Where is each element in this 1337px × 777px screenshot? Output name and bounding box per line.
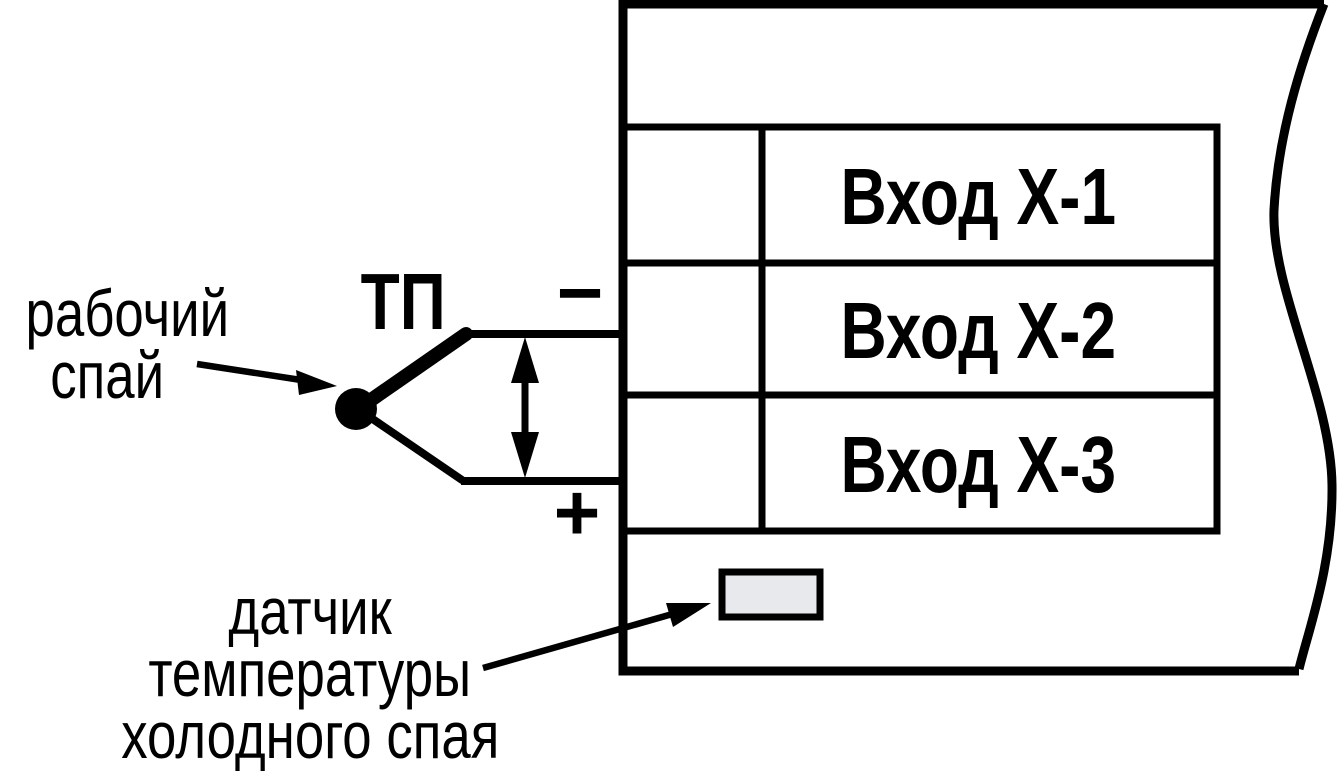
input-x3-cell: Вход Х-3 [766,399,1213,531]
double-arrow-head-up [511,337,539,383]
cold-junction-annotation-line3: холодного спая [60,698,560,772]
thermocouple-label: ТП [343,262,463,342]
working-junction-arrow-head [296,370,337,395]
cold-junction-text-2: температуры [148,636,472,710]
working-junction-text-1: рабочий [25,276,230,350]
thermocouple-label-text: ТП [360,257,446,346]
cold-junction-sensor-arrow-head [666,603,711,627]
thermoelectrode-lower [354,405,466,484]
input-x2-cell: Вход Х-2 [766,267,1213,395]
cold-junction-annotation-line1: датчик [60,574,560,648]
terminal-block [619,123,1221,535]
cold-junction-sensor [718,568,824,621]
cold-junction-sensor-arrow [482,603,711,672]
thermoelectrode-upper [351,327,473,416]
input-x3-label: Вход Х-3 [840,420,1117,509]
minus-sign: − [556,248,604,337]
cold-junction-sensor-annotation: датчик температуры холодного спая [60,574,560,772]
working-junction-arrow-shaft [196,360,302,384]
input-x2-label: Вход Х-2 [840,286,1117,375]
input-x1-cell: Вход Х-1 [766,131,1213,263]
cold-junction-text-3: холодного спая [120,698,500,772]
cold-junction-text-1: датчик [228,574,392,648]
working-junction-annotation-line1: рабочий [0,280,229,346]
working-junction-text-2: спай [50,338,165,412]
terminal-block-frame [619,123,1221,535]
working-junction-dot [335,388,377,430]
positive-polarity-mark: + [537,473,617,553]
negative-polarity-mark: − [540,253,620,333]
double-headed-arrow-icon [511,337,539,478]
cold-junction-sensor-arrow-shaft [482,609,677,672]
double-arrow-head-down [511,432,539,478]
working-junction-arrow [196,360,337,395]
cold-junction-annotation-line2: температуры [60,636,560,710]
input-x1-label: Вход Х-1 [840,152,1117,241]
device-break-edge-line [1269,2,1337,671]
working-junction-annotation: рабочий спай [0,280,229,412]
working-junction-annotation-line2: спай [0,338,215,412]
plus-sign: + [553,468,601,557]
